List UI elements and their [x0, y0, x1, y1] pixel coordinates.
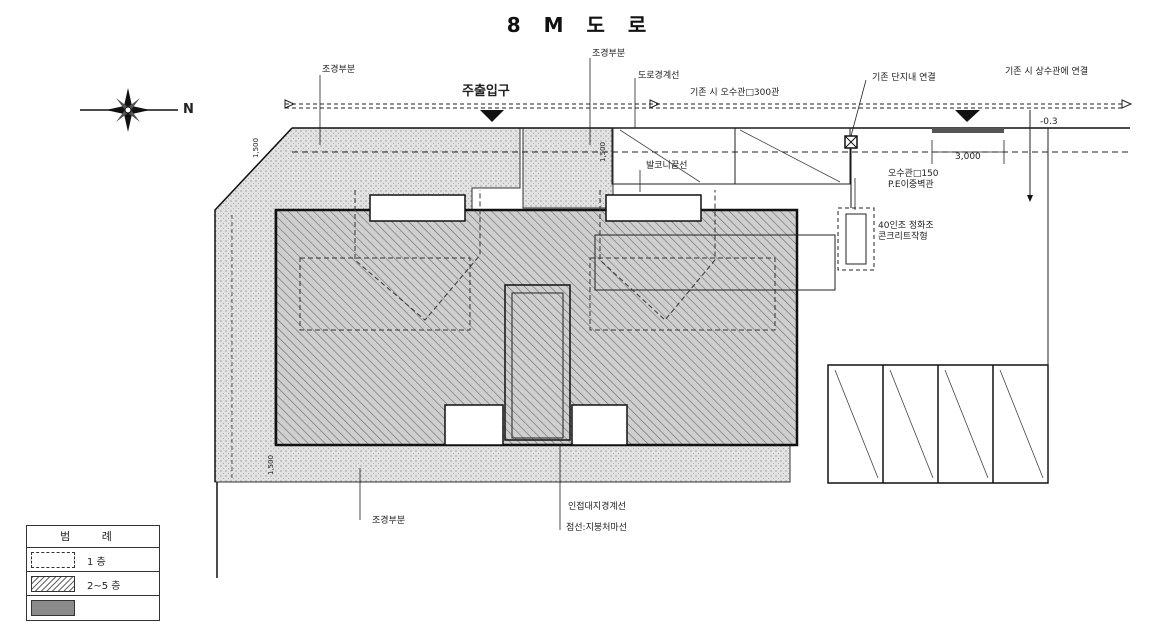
- legend-label-2: 2~5 층: [87, 581, 121, 592]
- septic-system: [837, 79, 875, 271]
- road-title: 8 M 도 로: [506, 13, 655, 37]
- dimension-lines: [931, 140, 1005, 164]
- compass-rose-icon: [80, 88, 178, 132]
- level-label: -0.3: [1040, 117, 1058, 127]
- parking-spaces: [827, 364, 1049, 484]
- landscape-label-bottom: 조경부분: [372, 516, 406, 526]
- leader-lines: [319, 58, 856, 530]
- landscape-label-top-mid: 조경부분: [592, 49, 626, 59]
- road-boundary-label: 도로경계선: [638, 71, 680, 81]
- existing-inner-connection-label: 기존 단지내 연결: [872, 73, 936, 83]
- legend-swatch-hatch: [31, 576, 75, 592]
- adjacent-boundary-label: 인접대지경계선: [568, 502, 626, 512]
- road-parking: [611, 127, 851, 185]
- legend-swatch-solid: [31, 600, 75, 616]
- existing-water-connection-label: 기존 시 상수관에 연결: [1005, 67, 1089, 77]
- legend-row-1: 1 층: [27, 548, 159, 572]
- legend-label-1: 1 층: [87, 557, 106, 568]
- dimension-1500-a: 1,500: [252, 137, 260, 158]
- legend-swatch-dashed: [31, 552, 75, 568]
- dimension-3000-label: 3,000: [955, 152, 981, 162]
- north-label: N: [183, 102, 194, 117]
- legend: 범 례 1 층 2~5 층: [26, 525, 160, 621]
- septic-tank-label-1: 40인조 정화조: [878, 221, 934, 231]
- site-boundary: [214, 110, 1049, 578]
- dimension-1500-c: 1,500: [267, 454, 275, 475]
- existing-sewer-label: 기존 시 오수관□300관: [690, 88, 780, 98]
- balcony-line-label: 발코니끝선: [646, 161, 688, 171]
- landscape-label-top-left: 조경부분: [322, 65, 356, 75]
- legend-header: 범 례: [27, 526, 159, 548]
- legend-row-2: 2~5 층: [27, 572, 159, 596]
- landscape-area: [214, 127, 791, 483]
- pe-pipe-label: P.E이중벽관: [888, 180, 934, 190]
- legend-row-3: [27, 596, 159, 619]
- main-entrance-label: 주출입구: [462, 84, 510, 99]
- septic-tank-label-2: 콘크리트작형: [878, 232, 928, 242]
- sewer-pipe-label: 오수관□150: [888, 169, 939, 179]
- dotted-line-label: 점선:지붕처마선: [566, 523, 627, 533]
- dimension-1500-b: 1,500: [599, 141, 607, 162]
- building-footprint: [274, 190, 836, 447]
